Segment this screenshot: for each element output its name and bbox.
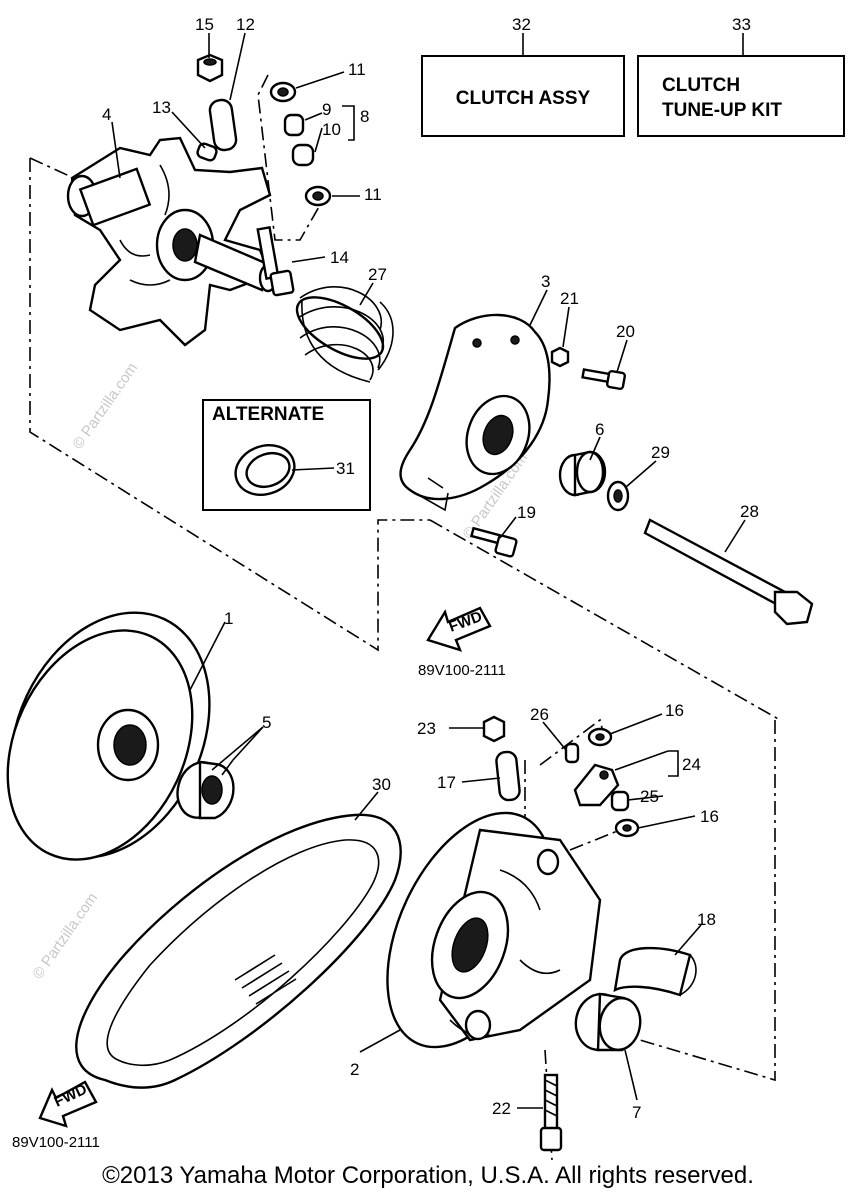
callout-18: 18	[697, 910, 716, 929]
callout-1: 1	[224, 609, 233, 628]
watermark-text: © Partzilla.com	[69, 360, 141, 453]
part-2-fixed-sheave	[386, 811, 602, 1049]
leader-lines	[111, 32, 746, 1109]
part-3-cam	[399, 313, 551, 512]
callout-26: 26	[530, 705, 549, 724]
callout-11-bottom: 11	[364, 185, 382, 204]
callout-16-top: 16	[665, 701, 684, 720]
part-1-sliding-sheave	[6, 611, 211, 861]
callout-23: 23	[417, 719, 436, 738]
part-30-drive-belt	[75, 813, 402, 1089]
callout-2: 2	[350, 1060, 359, 1079]
callout-17: 17	[437, 773, 456, 792]
callout-30: 30	[372, 775, 391, 794]
callout-13: 13	[152, 98, 171, 117]
callout-9: 9	[322, 100, 331, 119]
part-12-pin	[208, 98, 238, 152]
diagram-code-upper: 89V100-2111	[418, 662, 506, 679]
alternate-label: ALTERNATE	[212, 404, 324, 425]
alternate-box: ALTERNATE	[202, 399, 371, 511]
part-23-nut	[482, 715, 506, 743]
callout-33: 33	[732, 15, 751, 34]
callout-31: 31	[336, 459, 355, 478]
copyright-notice: ©2013 Yamaha Motor Corporation, U.S.A. A…	[102, 1162, 754, 1189]
callout-32: 32	[512, 15, 531, 34]
callout-22: 22	[492, 1099, 511, 1118]
watermark-text: © Partzilla.com	[29, 890, 101, 983]
tune-up-kit-box: CLUTCH TUNE-UP KIT	[637, 55, 845, 137]
part-29-clip	[606, 480, 630, 512]
part-19-bolt	[470, 526, 518, 558]
part-9-bushing	[283, 113, 305, 137]
part-18-slider	[613, 946, 697, 997]
callout-3: 3	[541, 272, 550, 291]
part-6-roller	[558, 450, 607, 497]
callout-28: 28	[740, 502, 759, 521]
callout-16-bottom: 16	[700, 807, 719, 826]
part-17-pin	[495, 750, 521, 802]
callout-7: 7	[632, 1103, 641, 1122]
part-5-bushing	[176, 760, 235, 820]
part-10-roller	[291, 143, 315, 167]
part-24-arm	[573, 763, 620, 807]
part-7-bushing	[574, 992, 642, 1052]
callout-25: 25	[640, 787, 659, 806]
callout-24: 24	[682, 755, 701, 774]
fwd-arrow-upper: FWD	[426, 606, 492, 652]
part-25-roller	[610, 790, 630, 812]
part-26-screw	[564, 742, 580, 764]
part-27-spring	[295, 286, 394, 383]
callout-8: 8	[360, 107, 369, 126]
callout-11-top: 11	[348, 60, 366, 79]
callout-6: 6	[595, 420, 604, 439]
callout-29: 29	[651, 443, 670, 462]
part-16-washer-top	[587, 727, 613, 747]
clutch-assy-box: CLUTCH ASSY	[421, 55, 625, 137]
callout-20: 20	[616, 322, 635, 341]
callout-10: 10	[322, 120, 341, 139]
callout-15: 15	[195, 15, 214, 34]
part-21-nut	[550, 346, 570, 368]
part-15-nut	[196, 53, 224, 83]
callout-5: 5	[262, 713, 271, 732]
diagram-code-lower: 89V100-2111	[12, 1134, 100, 1151]
fwd-arrow-lower: FWD	[38, 1080, 98, 1128]
part-11-washer-bottom	[304, 185, 332, 207]
clutch-assy-label: CLUTCH ASSY	[456, 88, 591, 109]
callout-12: 12	[236, 15, 255, 34]
callout-27: 27	[368, 265, 387, 284]
part-4-clutch-spider	[66, 136, 278, 347]
part-16-washer-bottom	[614, 818, 640, 838]
callout-19: 19	[517, 503, 536, 522]
part-28-long-bolt	[643, 518, 814, 626]
part-20-bolt	[581, 368, 626, 390]
tune-up-kit-label-line1: CLUTCH	[662, 75, 740, 96]
tune-up-kit-label-line2: TUNE-UP KIT	[662, 100, 782, 121]
callout-14: 14	[330, 248, 349, 267]
part-13-set-screw	[196, 142, 218, 162]
part-22-bolt	[539, 1073, 563, 1152]
callout-21: 21	[560, 289, 579, 308]
part-11-washer-top	[269, 81, 297, 103]
part-31-washer	[234, 444, 296, 496]
callout-labels: 15 12 13 4 11 9 10 8 11 14 27 3 21 20 6 …	[102, 15, 759, 1122]
callout-4: 4	[102, 105, 111, 124]
part-14-bolt	[256, 225, 295, 297]
